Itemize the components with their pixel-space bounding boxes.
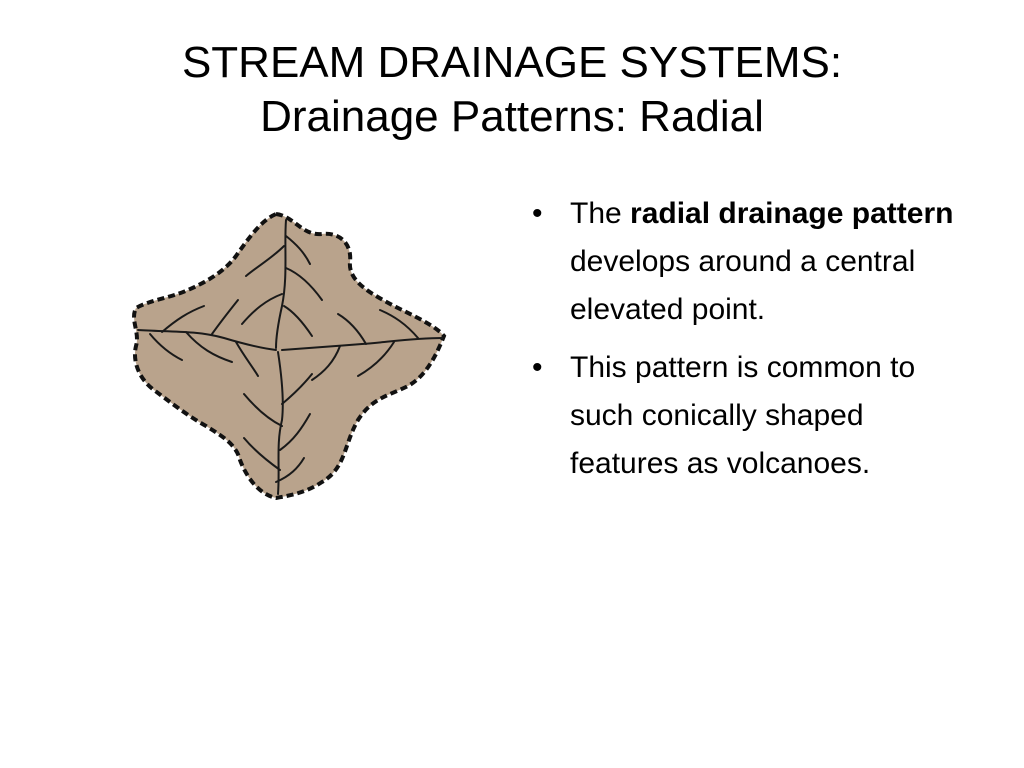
title-line-1: STREAM DRAINAGE SYSTEMS: bbox=[181, 38, 843, 87]
bullet-text-pre: The bbox=[570, 197, 631, 230]
bullet-marker: • bbox=[532, 351, 543, 384]
bullet-item-2: • This pattern is common to such conical… bbox=[530, 344, 970, 488]
bullet-marker: • bbox=[532, 197, 543, 230]
radial-drainage-diagram bbox=[132, 211, 447, 501]
bullet-text-bold: radial drainage pattern bbox=[630, 197, 954, 230]
title-line-2: Drainage Patterns: Radial bbox=[260, 92, 764, 141]
slide-title: STREAM DRAINAGE SYSTEMS: Drainage Patter… bbox=[60, 36, 964, 144]
bullet-text: This pattern is common to such conically… bbox=[570, 351, 916, 480]
bullet-text-post: develops around a central elevated point… bbox=[570, 245, 916, 326]
stream-network bbox=[137, 219, 443, 495]
bullet-item-1: • The radial drainage pattern develops a… bbox=[530, 190, 970, 334]
landmass-shape bbox=[132, 211, 447, 501]
bullet-list: • The radial drainage pattern develops a… bbox=[530, 190, 970, 498]
